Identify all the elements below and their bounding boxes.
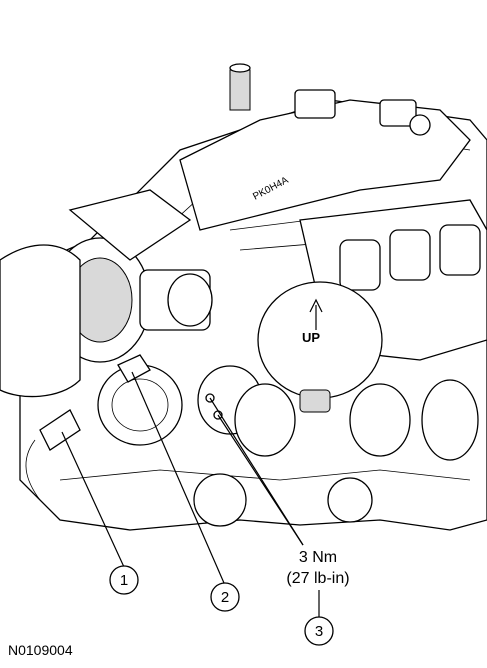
air-intake-tube — [0, 244, 81, 398]
intake-manifold: PK0H4A — [179, 63, 471, 231]
electrical-connector — [25, 409, 81, 501]
figure-id: N0109004 — [8, 642, 73, 658]
timing-cover: UP — [257, 281, 383, 413]
svg-text:2: 2 — [221, 589, 229, 606]
lower-components — [97, 364, 479, 527]
svg-text:(27 lb-in): (27 lb-in) — [286, 570, 349, 587]
svg-text:1: 1 — [120, 572, 128, 589]
torque-spec: 3 Nm (27 lb-in) — [286, 549, 350, 617]
svg-text:3 Nm: 3 Nm — [299, 549, 337, 566]
svg-text:3: 3 — [315, 623, 323, 640]
callout-2: 2 — [210, 582, 240, 612]
up-arrow-label: UP — [302, 330, 320, 345]
callout-1: 1 — [109, 565, 139, 595]
leader-lines — [61, 371, 304, 584]
sensor — [117, 354, 151, 383]
callout-3: 3 — [304, 616, 334, 646]
